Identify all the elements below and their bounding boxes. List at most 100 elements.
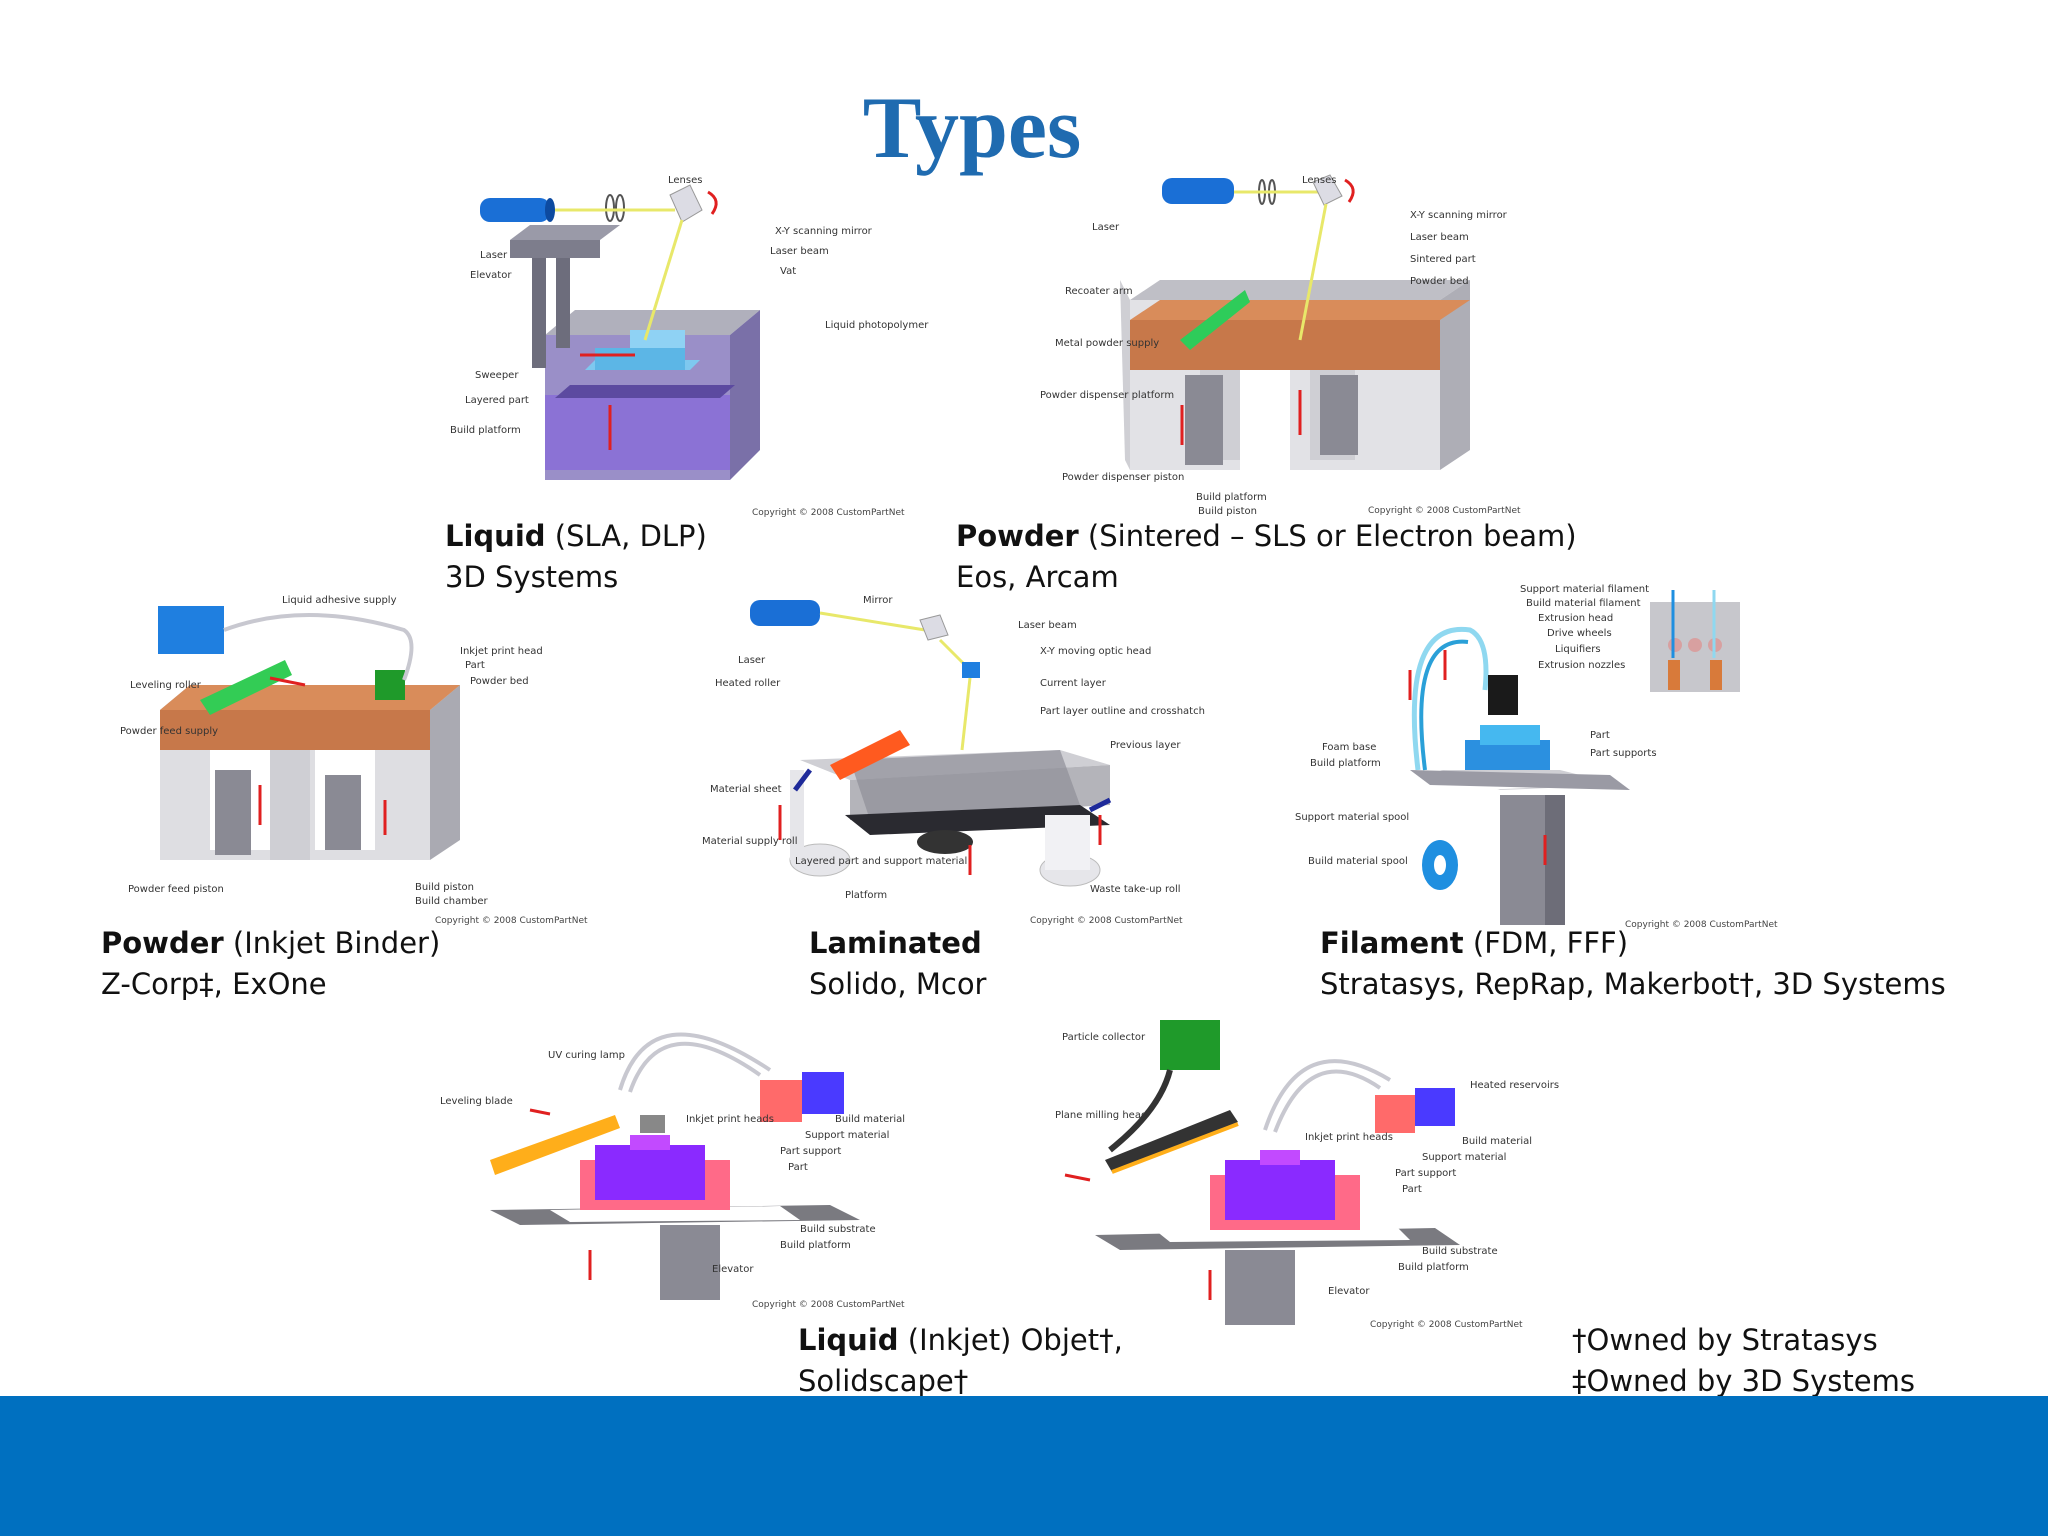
label-xy-mirror: X-Y scanning mirror bbox=[1410, 210, 1507, 221]
label-build-material: Build material bbox=[835, 1114, 906, 1125]
label-support-material: Support material bbox=[1422, 1152, 1507, 1163]
figure-inkjet-binder-powder: Liquid adhesive supply Inkjet print head… bbox=[120, 590, 588, 935]
label-support-filament: Support material filament bbox=[1520, 584, 1649, 595]
laminated-diagram bbox=[750, 600, 1112, 887]
caption-bold: Powder bbox=[101, 926, 224, 960]
label-drive-wheels: Drive wheels bbox=[1547, 628, 1612, 639]
label-heated-reservoirs: Heated reservoirs bbox=[1470, 1080, 1560, 1091]
figure-liquid-inkjet-milling: Particle collector Plane milling head He… bbox=[1050, 1010, 1559, 1340]
caption-sla: Liquid (SLA, DLP) 3D Systems bbox=[445, 516, 707, 598]
label-extrusion-nozzles: Extrusion nozzles bbox=[1538, 660, 1626, 671]
fdm-diagram bbox=[1408, 590, 1740, 925]
label-metal-powder-supply: Metal powder supply bbox=[1055, 338, 1160, 349]
label-mirror: Mirror bbox=[863, 595, 893, 606]
label-part-support: Part support bbox=[780, 1146, 842, 1157]
label-platform: Platform bbox=[845, 890, 888, 901]
copyright: Copyright © 2008 CustomPartNet bbox=[1625, 920, 1778, 930]
label-build-platform: Build platform bbox=[450, 425, 521, 436]
label-vat: Vat bbox=[780, 266, 797, 277]
label-build-chamber: Build chamber bbox=[415, 896, 488, 907]
label-waste-roll: Waste take-up roll bbox=[1090, 884, 1181, 895]
label-xy-optic-head: X-Y moving optic head bbox=[1040, 646, 1152, 657]
sla-diagram bbox=[480, 184, 760, 480]
label-powder-feed-piston: Powder feed piston bbox=[128, 884, 224, 895]
inkjet2-diagram bbox=[1064, 1020, 1460, 1325]
label-laser: Laser bbox=[1092, 222, 1120, 233]
label-laser-beam: Laser beam bbox=[1018, 620, 1077, 631]
label-part: Part bbox=[1590, 730, 1610, 741]
label-layered-part: Layered part bbox=[465, 395, 529, 406]
footer-bar bbox=[0, 1396, 2048, 1536]
label-uv-lamp: UV curing lamp bbox=[548, 1050, 625, 1061]
figure-sla-liquid: Lenses X-Y scanning mirror Laser beam Va… bbox=[430, 170, 928, 520]
caption-rest: (Inkjet Binder) bbox=[223, 926, 441, 960]
label-extrusion-head: Extrusion head bbox=[1538, 613, 1614, 624]
caption-bold: Liquid bbox=[798, 1323, 899, 1357]
label-build-platform: Build platform bbox=[1310, 758, 1381, 769]
label-support-material: Support material bbox=[805, 1130, 890, 1141]
caption-rest: (Inkjet) Objet†, bbox=[898, 1323, 1123, 1357]
label-leveling-roller: Leveling roller bbox=[130, 680, 201, 691]
sls-diagram bbox=[1120, 174, 1470, 470]
label-part-supports: Part supports bbox=[1590, 748, 1657, 759]
caption-bold: Laminated bbox=[809, 926, 982, 960]
caption-rest: (FDM, FFF) bbox=[1463, 926, 1629, 960]
label-previous-layer: Previous layer bbox=[1110, 740, 1181, 751]
label-build-filament: Build material filament bbox=[1526, 598, 1641, 609]
label-powder-dispenser-platform: Powder dispenser platform bbox=[1040, 390, 1175, 401]
note-3d-systems: ‡Owned by 3D Systems bbox=[1572, 1364, 1915, 1398]
label-outline-crosshatch: Part layer outline and crosshatch bbox=[1040, 706, 1205, 717]
label-laser-beam: Laser beam bbox=[770, 246, 829, 257]
label-part: Part bbox=[788, 1162, 808, 1173]
label-build-platform: Build platform bbox=[780, 1240, 851, 1251]
caption-bold: Filament bbox=[1320, 926, 1464, 960]
label-build-substrate: Build substrate bbox=[1422, 1246, 1498, 1257]
label-particle-collector: Particle collector bbox=[1062, 1032, 1146, 1043]
label-powder-feed-supply: Powder feed supply bbox=[120, 726, 219, 737]
copyright: Copyright © 2008 CustomPartNet bbox=[1030, 916, 1183, 926]
label-leveling-blade: Leveling blade bbox=[440, 1096, 513, 1107]
figure-fdm-filament: Support material filament Build material… bbox=[1290, 580, 1778, 935]
label-material-sheet: Material sheet bbox=[710, 784, 782, 795]
caption-bold: Powder bbox=[956, 519, 1079, 553]
caption-companies: Eos, Arcam bbox=[956, 560, 1119, 594]
label-foam-base: Foam base bbox=[1322, 742, 1377, 753]
inkjet1-diagram bbox=[490, 1032, 860, 1300]
label-part: Part bbox=[1402, 1184, 1422, 1195]
label-powder-bed: Powder bed bbox=[1410, 276, 1469, 287]
caption-companies: Solido, Mcor bbox=[809, 967, 987, 1001]
label-build-material: Build material bbox=[1462, 1136, 1533, 1147]
label-sweeper: Sweeper bbox=[475, 370, 519, 381]
label-current-layer: Current layer bbox=[1040, 678, 1106, 689]
caption-rest: (Sintered – SLS or Electron beam) bbox=[1078, 519, 1577, 553]
label-xy-mirror: X-Y scanning mirror bbox=[775, 226, 872, 237]
label-heated-roller: Heated roller bbox=[715, 678, 781, 689]
label-powder-dispenser-piston: Powder dispenser piston bbox=[1062, 472, 1185, 483]
label-liquid-adhesive-supply: Liquid adhesive supply bbox=[282, 595, 397, 606]
label-build-platform: Build platform bbox=[1196, 492, 1267, 503]
label-build-piston: Build piston bbox=[415, 882, 474, 893]
figure-liquid-inkjet-uv: UV curing lamp Leveling blade Inkjet pri… bbox=[430, 1010, 910, 1320]
note-stratasys: †Owned by Stratasys bbox=[1572, 1323, 1878, 1357]
slide-title: Types bbox=[862, 80, 1082, 177]
caption-bold: Liquid bbox=[445, 519, 546, 553]
label-sintered-part: Sintered part bbox=[1410, 254, 1476, 265]
figure-sls-powder: Lenses X-Y scanning mirror Laser beam Si… bbox=[1030, 170, 1550, 520]
caption-companies: Stratasys, RepRap, Makerbot†, 3D Systems bbox=[1320, 967, 1946, 1001]
copyright: Copyright © 2008 CustomPartNet bbox=[435, 916, 588, 926]
label-laser-beam: Laser beam bbox=[1410, 232, 1469, 243]
label-build-platform: Build platform bbox=[1398, 1262, 1469, 1273]
label-build-piston: Build piston bbox=[1198, 506, 1257, 517]
label-inkjet-print-head: Inkjet print head bbox=[460, 646, 543, 657]
label-powder-bed: Powder bed bbox=[470, 676, 529, 687]
copyright: Copyright © 2008 CustomPartNet bbox=[752, 1300, 905, 1310]
label-liquid-photopolymer: Liquid photopolymer bbox=[825, 320, 929, 331]
label-inkjet-print-heads: Inkjet print heads bbox=[686, 1114, 774, 1125]
binder-diagram bbox=[158, 606, 460, 860]
figure-laminated: Mirror Laser beam X-Y moving optic head … bbox=[700, 590, 1205, 935]
label-laser: Laser bbox=[480, 250, 508, 261]
label-material-supply-roll: Material supply roll bbox=[702, 836, 798, 847]
caption-sls: Powder (Sintered – SLS or Electron beam)… bbox=[956, 516, 1577, 598]
label-recoater-arm: Recoater arm bbox=[1065, 286, 1133, 297]
ownership-notes: †Owned by Stratasys ‡Owned by 3D Systems bbox=[1572, 1320, 1915, 1402]
